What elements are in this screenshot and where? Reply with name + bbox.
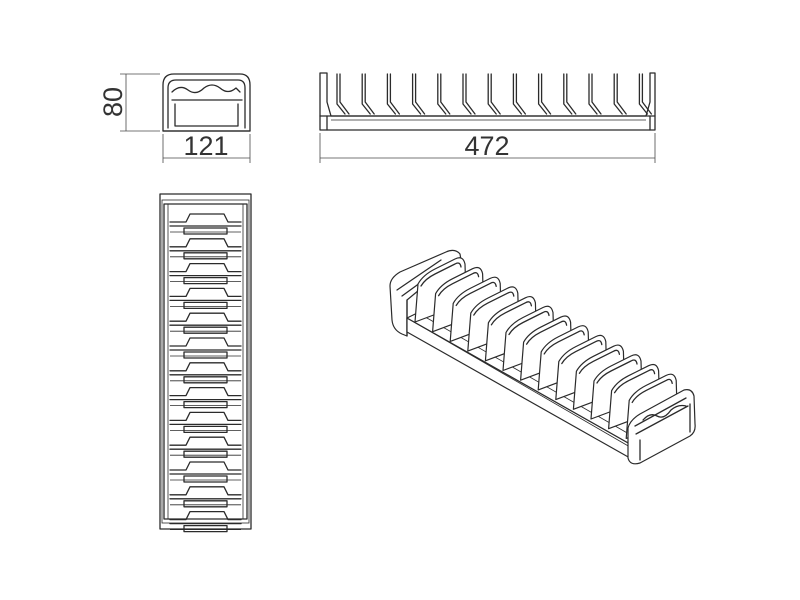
width-dimension: 121 <box>162 131 251 163</box>
top-slot <box>169 386 242 409</box>
isometric-view <box>389 249 696 465</box>
length-dimension: 472 <box>319 131 656 163</box>
length-dimension-label: 472 <box>464 131 509 161</box>
side-divider <box>361 73 375 115</box>
side-divider <box>336 73 350 115</box>
top-view-slots <box>169 213 242 533</box>
iso-dividers <box>414 257 678 439</box>
side-divider <box>437 73 451 115</box>
side-view <box>319 72 656 131</box>
side-divider <box>411 73 426 115</box>
side-divider <box>487 73 501 115</box>
side-divider <box>537 73 552 115</box>
top-slot <box>169 486 242 508</box>
top-slot <box>169 362 242 384</box>
side-divider <box>512 73 527 115</box>
end-view <box>162 73 251 132</box>
top-slot <box>169 238 242 260</box>
side-divider <box>462 73 476 115</box>
top-slot <box>169 262 242 285</box>
top-view <box>159 193 252 533</box>
iso-end-cap-right <box>627 389 696 465</box>
side-divider <box>588 73 602 115</box>
top-slot <box>169 312 242 334</box>
side-divider <box>386 73 401 115</box>
top-slot <box>169 337 242 359</box>
side-divider <box>638 73 653 115</box>
top-slot <box>169 411 242 434</box>
top-slot <box>169 436 242 458</box>
side-divider <box>563 73 577 115</box>
width-dimension-label: 121 <box>183 131 228 161</box>
height-dimension: 80 <box>98 73 160 132</box>
top-slot <box>169 461 242 483</box>
side-view-dividers <box>336 73 653 115</box>
side-divider <box>613 73 627 115</box>
height-dimension-label: 80 <box>98 87 128 117</box>
top-slot <box>169 213 242 235</box>
top-slot <box>169 287 242 310</box>
top-slot <box>169 510 242 533</box>
